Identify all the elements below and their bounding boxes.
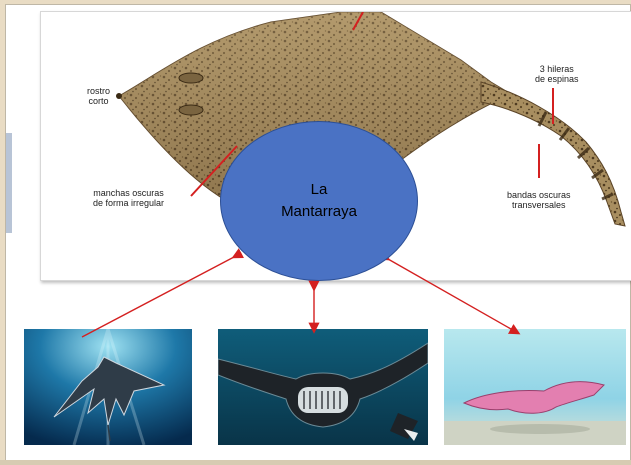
center-node-line1: La	[311, 179, 328, 201]
center-node-line2: Mantarraya	[281, 201, 357, 223]
annotation-spots: manchas oscuras de forma irregular	[93, 188, 164, 208]
annotation-bands: bandas oscuras transversales	[507, 190, 571, 210]
center-node-mantarraya: La Mantarraya	[220, 121, 418, 281]
annotation-spots-line1: manchas oscuras	[93, 188, 164, 198]
photo-manta-front-mouth	[218, 329, 428, 445]
annotation-snout: rostro corto	[87, 86, 110, 106]
bottom-bar	[0, 460, 631, 465]
annotation-snout-line2: corto	[87, 96, 110, 106]
annotation-spines-line1: 3 hileras	[535, 64, 579, 74]
photo-manta-from-below	[24, 329, 192, 445]
annotation-spots-line2: de forma irregular	[93, 198, 164, 208]
slide-canvas: rostro corto 3 hileras de espinas mancha…	[5, 4, 631, 462]
left-edge-strip	[6, 133, 12, 233]
annotation-spines-line2: de espinas	[535, 74, 579, 84]
annotation-bands-line1: bandas oscuras	[507, 190, 571, 200]
photo-pink-manta-seabed	[444, 329, 626, 445]
annotation-spines: 3 hileras de espinas	[535, 64, 579, 84]
annotation-bands-line2: transversales	[507, 200, 571, 210]
annotation-snout-line1: rostro	[87, 86, 110, 96]
